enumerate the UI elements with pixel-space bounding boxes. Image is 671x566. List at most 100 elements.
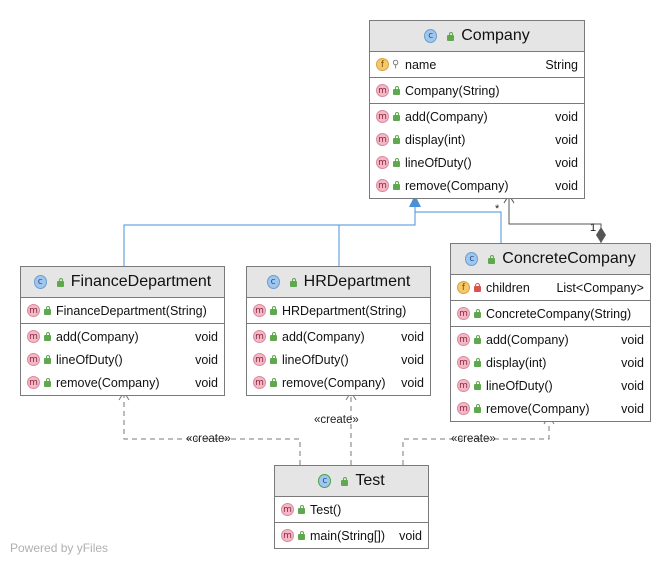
multiplicity-many: * xyxy=(495,203,500,215)
method-name: remove(Company) xyxy=(405,178,509,193)
method-icon: m xyxy=(253,304,266,317)
method-name: add(Company) xyxy=(56,329,139,344)
private-lock-icon xyxy=(473,283,482,292)
method-row[interactable]: m lineOfDuty() void xyxy=(21,348,224,371)
methods-section: m add(Company) void m lineOfDuty() void … xyxy=(21,324,224,395)
method-icon: m xyxy=(376,110,389,123)
class-header: c HRDepartment xyxy=(247,267,430,298)
public-icon xyxy=(487,254,496,264)
method-type: void xyxy=(401,352,424,367)
field-row[interactable]: f children List<Company> xyxy=(451,276,650,299)
create-edge-concrete xyxy=(402,417,550,465)
method-row[interactable]: m add(Company) void xyxy=(451,328,650,351)
public-icon xyxy=(392,112,401,121)
method-type: void xyxy=(195,352,218,367)
public-icon xyxy=(269,355,278,364)
class-name: FinanceDepartment xyxy=(70,273,212,290)
create-label-finance: «create» xyxy=(186,433,231,445)
methods-section: m add(Company) void m lineOfDuty() void … xyxy=(247,324,430,395)
method-name: add(Company) xyxy=(486,332,569,347)
method-name: lineOfDuty() xyxy=(486,378,553,393)
class-icon: c xyxy=(33,275,47,289)
method-row[interactable]: m lineOfDuty() void xyxy=(370,151,584,174)
class-test[interactable]: c Test m Test() m main(String[]) void xyxy=(274,465,429,549)
public-icon xyxy=(43,332,52,341)
method-name: display(int) xyxy=(486,355,547,370)
public-icon xyxy=(392,86,401,95)
method-icon: m xyxy=(253,353,266,366)
public-icon xyxy=(43,378,52,387)
field-row[interactable]: f ⚲ name String xyxy=(370,53,584,76)
methods-section: m add(Company) void m display(int) void … xyxy=(451,327,650,421)
class-icon: c xyxy=(318,474,332,488)
method-icon: m xyxy=(457,379,470,392)
method-type: void xyxy=(621,332,644,347)
create-label-hr: «create» xyxy=(314,414,359,426)
method-row[interactable]: m add(Company) void xyxy=(370,105,584,128)
constructor-row[interactable]: m Company(String) xyxy=(370,79,584,102)
class-icon: c xyxy=(465,252,479,266)
method-icon: m xyxy=(27,376,40,389)
method-type: void xyxy=(555,178,578,193)
method-icon: m xyxy=(376,179,389,192)
constructor-row[interactable]: m FinanceDepartment(String) xyxy=(21,299,224,322)
method-row[interactable]: m lineOfDuty() void xyxy=(451,374,650,397)
constructor-row[interactable]: m Test() xyxy=(275,498,428,521)
inherit-edge-finance xyxy=(123,207,416,266)
method-row[interactable]: m lineOfDuty() void xyxy=(247,348,430,371)
method-name: add(Company) xyxy=(405,109,488,124)
class-finance-department[interactable]: c FinanceDepartment m FinanceDepartment(… xyxy=(20,266,225,396)
class-header: c ConcreteCompany xyxy=(451,244,650,275)
method-name: lineOfDuty() xyxy=(56,352,123,367)
dependency-edges xyxy=(123,393,550,465)
public-icon xyxy=(297,531,306,540)
method-row[interactable]: m remove(Company) void xyxy=(247,371,430,394)
method-type: void xyxy=(555,155,578,170)
class-name: Test xyxy=(355,472,385,489)
method-icon: m xyxy=(376,133,389,146)
method-name: lineOfDuty() xyxy=(282,352,349,367)
create-edge-finance xyxy=(123,393,301,465)
method-row[interactable]: m add(Company) void xyxy=(247,325,430,348)
class-name: ConcreteCompany xyxy=(502,250,636,267)
fields-section: f ⚲ name String xyxy=(370,52,584,78)
method-icon: m xyxy=(376,84,389,97)
method-row[interactable]: m add(Company) void xyxy=(21,325,224,348)
public-icon xyxy=(269,332,278,341)
class-header: c FinanceDepartment xyxy=(21,267,224,298)
public-icon xyxy=(297,505,306,514)
composition-edge xyxy=(508,195,602,243)
methods-section: m main(String[]) void xyxy=(275,523,428,548)
method-name: remove(Company) xyxy=(282,375,386,390)
class-hr-department[interactable]: c HRDepartment m HRDepartment(String) m … xyxy=(246,266,431,396)
method-row[interactable]: m remove(Company) void xyxy=(370,174,584,197)
public-icon xyxy=(473,358,482,367)
methods-section: m add(Company) void m display(int) void … xyxy=(370,104,584,198)
composition-diamond xyxy=(596,227,606,243)
constructor-name: HRDepartment(String) xyxy=(282,303,407,318)
method-icon: m xyxy=(27,353,40,366)
method-name: remove(Company) xyxy=(56,375,160,390)
field-icon: f xyxy=(457,281,470,294)
method-row[interactable]: m remove(Company) void xyxy=(21,371,224,394)
field-name: children xyxy=(486,280,530,295)
class-company[interactable]: c Company f ⚲ name String m Company(Stri… xyxy=(369,20,585,199)
constructor-row[interactable]: m ConcreteCompany(String) xyxy=(451,302,650,325)
method-row[interactable]: m display(int) void xyxy=(451,351,650,374)
constructors-section: m FinanceDepartment(String) xyxy=(21,298,224,324)
create-label-concrete: «create» xyxy=(451,433,496,445)
method-row[interactable]: m display(int) void xyxy=(370,128,584,151)
method-name: add(Company) xyxy=(282,329,365,344)
public-icon xyxy=(56,277,65,287)
method-name: main(String[]) xyxy=(310,528,386,543)
method-row[interactable]: m remove(Company) void xyxy=(451,397,650,420)
class-icon: c xyxy=(424,29,438,43)
constructor-name: Company(String) xyxy=(405,83,500,98)
public-icon xyxy=(473,309,482,318)
constructor-row[interactable]: m HRDepartment(String) xyxy=(247,299,430,322)
method-row[interactable]: m main(String[]) void xyxy=(275,524,428,547)
class-header: c Test xyxy=(275,466,428,497)
constructor-name: FinanceDepartment(String) xyxy=(56,303,207,318)
field-type: String xyxy=(545,57,578,72)
class-concrete-company[interactable]: c ConcreteCompany f children List<Compan… xyxy=(450,243,651,422)
